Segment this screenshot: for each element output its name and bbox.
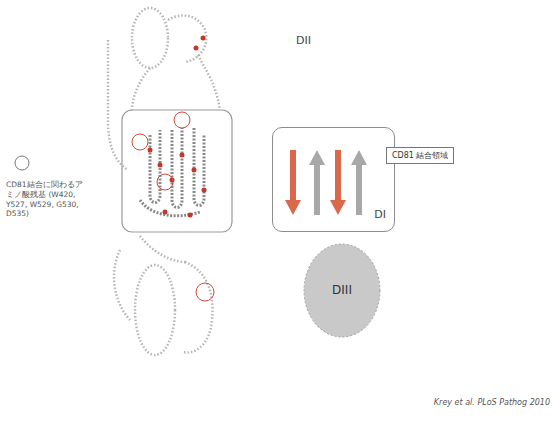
node-label: DIII	[303, 283, 381, 297]
node-label: DI	[374, 208, 386, 221]
citation: Krey et al. PLoS Pathog 2010	[434, 398, 550, 407]
region-tag: CD81 結合領域	[386, 147, 454, 164]
node-label: CD81 結合領域	[392, 150, 448, 161]
domain-frame	[122, 110, 232, 232]
legend-sample	[15, 156, 29, 170]
domain-box: DICD81 結合領域	[272, 127, 395, 232]
bead-chain	[108, 8, 220, 355]
residue-dots	[148, 36, 207, 218]
legend-text: CD81結合に関わるアミノ酸残基 (W420, Y527, W529, G530…	[6, 180, 88, 219]
beta-strands	[140, 128, 204, 216]
domain-ellipse: DIII	[303, 243, 381, 338]
domain-label: DII	[296, 34, 311, 47]
binding-residue-circle	[132, 112, 214, 301]
strand-arrows	[285, 150, 367, 215]
